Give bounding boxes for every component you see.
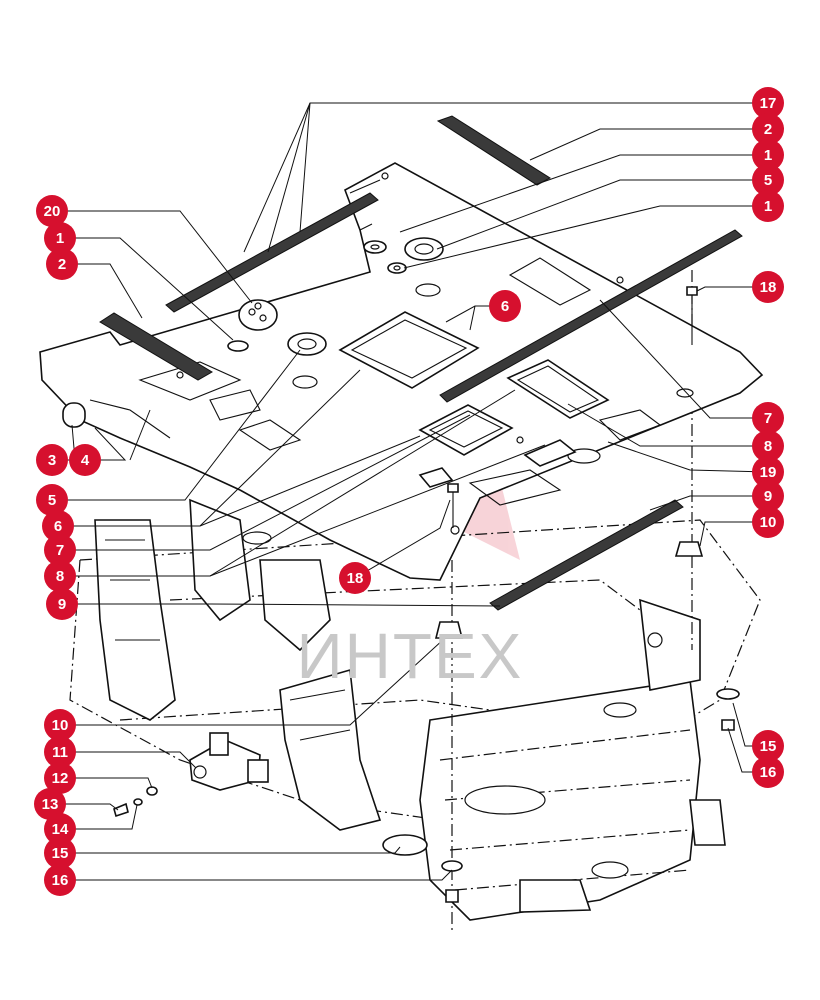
callout-badge[interactable]: 1 bbox=[752, 139, 784, 171]
leader-lines bbox=[50, 102, 769, 881]
callout-badge[interactable]: 8 bbox=[752, 430, 784, 462]
callout-badge[interactable]: 16 bbox=[44, 864, 76, 896]
svg-text:19: 19 bbox=[760, 464, 777, 481]
svg-text:9: 9 bbox=[764, 488, 772, 505]
callout-badge[interactable]: 14 bbox=[44, 813, 76, 845]
svg-text:7: 7 bbox=[56, 542, 64, 559]
callout-badge[interactable]: 8 bbox=[44, 560, 76, 592]
svg-text:14: 14 bbox=[52, 821, 69, 838]
svg-text:8: 8 bbox=[56, 568, 64, 585]
svg-text:8: 8 bbox=[764, 438, 772, 455]
callout-badge[interactable]: 10 bbox=[44, 709, 76, 741]
callout-badge[interactable]: 19 bbox=[752, 456, 784, 488]
callout-badge[interactable]: 9 bbox=[46, 588, 78, 620]
svg-text:1: 1 bbox=[56, 230, 64, 247]
svg-text:4: 4 bbox=[81, 452, 90, 469]
svg-text:6: 6 bbox=[54, 518, 62, 535]
anti-slip-strips bbox=[99, 115, 743, 611]
callout-badge[interactable]: 15 bbox=[752, 730, 784, 762]
svg-text:17: 17 bbox=[760, 95, 777, 112]
svg-text:16: 16 bbox=[52, 872, 69, 889]
svg-text:3: 3 bbox=[48, 452, 56, 469]
svg-text:12: 12 bbox=[52, 770, 69, 787]
part-callouts: 17 2 1 5 1 20 1 2 6 18 3 4 7 8 19 5 9 6 … bbox=[34, 87, 784, 896]
svg-text:1: 1 bbox=[764, 198, 772, 215]
callout-badge[interactable]: 20 bbox=[36, 195, 68, 227]
callout-badge[interactable]: 5 bbox=[36, 484, 68, 516]
svg-text:20: 20 bbox=[44, 203, 61, 220]
callout-badge[interactable]: 16 bbox=[752, 756, 784, 788]
svg-text:6: 6 bbox=[501, 298, 509, 315]
callout-badge[interactable]: 4 bbox=[69, 444, 101, 476]
callout-badge[interactable]: 18 bbox=[339, 562, 371, 594]
callout-badge[interactable]: 3 bbox=[36, 444, 68, 476]
callout-badge[interactable]: 12 bbox=[44, 762, 76, 794]
callout-badge[interactable]: 10 bbox=[752, 506, 784, 538]
callout-badge[interactable]: 1 bbox=[752, 190, 784, 222]
callout-badge[interactable]: 7 bbox=[44, 534, 76, 566]
svg-text:5: 5 bbox=[48, 492, 56, 509]
svg-text:10: 10 bbox=[52, 717, 69, 734]
svg-text:18: 18 bbox=[347, 570, 364, 587]
svg-text:15: 15 bbox=[52, 845, 69, 862]
svg-text:2: 2 bbox=[764, 121, 772, 138]
callout-badge[interactable]: 2 bbox=[46, 248, 78, 280]
svg-text:5: 5 bbox=[764, 172, 772, 189]
callout-badge[interactable]: 18 bbox=[752, 271, 784, 303]
callout-badge[interactable]: 17 bbox=[752, 87, 784, 119]
callout-badge[interactable]: 7 bbox=[752, 402, 784, 434]
callout-badge[interactable]: 13 bbox=[34, 788, 66, 820]
callout-badge[interactable]: 1 bbox=[44, 222, 76, 254]
small-parts bbox=[62, 237, 704, 818]
svg-text:13: 13 bbox=[42, 796, 59, 813]
svg-text:2: 2 bbox=[58, 256, 66, 273]
svg-text:9: 9 bbox=[58, 596, 66, 613]
callout-badge[interactable]: 11 bbox=[44, 736, 76, 768]
svg-text:10: 10 bbox=[760, 514, 777, 531]
callout-badge[interactable]: 6 bbox=[42, 510, 74, 542]
floor-plate bbox=[39, 162, 764, 581]
callout-badge[interactable]: 6 bbox=[489, 290, 521, 322]
callout-badge[interactable]: 5 bbox=[752, 164, 784, 196]
svg-text:16: 16 bbox=[760, 764, 777, 781]
callout-badge[interactable]: 15 bbox=[44, 837, 76, 869]
svg-text:7: 7 bbox=[764, 410, 772, 427]
svg-text:11: 11 bbox=[52, 744, 68, 761]
callout-badge[interactable]: 2 bbox=[752, 113, 784, 145]
svg-text:15: 15 bbox=[760, 738, 777, 755]
svg-text:18: 18 bbox=[760, 279, 777, 296]
callout-badge[interactable]: 9 bbox=[752, 480, 784, 512]
svg-text:1: 1 bbox=[764, 147, 772, 164]
watermark-text: ИНТЕХ bbox=[297, 620, 524, 692]
